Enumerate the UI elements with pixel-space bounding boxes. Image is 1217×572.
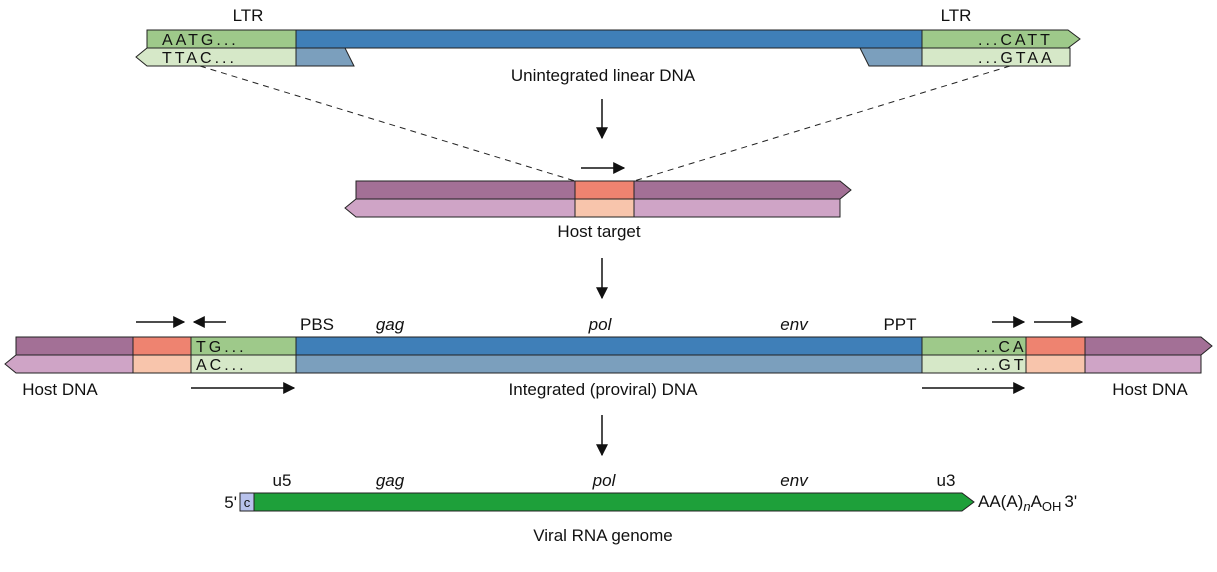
caption-viral-rna: Viral RNA genome: [533, 526, 673, 545]
target-bottom: [574, 198, 635, 218]
int-target-top-left: [132, 336, 192, 356]
int-viral-bottom: [295, 354, 923, 374]
caption-unintegrated: Unintegrated linear DNA: [511, 66, 696, 85]
rna-gag-label: gag: [376, 471, 405, 490]
cap-label: c: [244, 495, 251, 510]
u3-label: u3: [937, 471, 956, 490]
top-viral-body: [295, 29, 923, 49]
int-host-bottom-left: [4, 354, 134, 374]
rna-pol-label: pol: [592, 471, 617, 490]
pbs-label: PBS: [300, 315, 334, 334]
host-bottom-right: [633, 198, 841, 218]
ltr-left-label: LTR: [233, 6, 264, 25]
five-prime-label: 5': [224, 493, 237, 512]
host-bottom-left: [344, 198, 576, 218]
poly-a-a: A: [1031, 492, 1043, 511]
int-target-bottom-left: [132, 354, 192, 374]
rna-env-label: env: [780, 471, 809, 490]
host-dna-left-label: Host DNA: [22, 380, 98, 399]
integrated-proviral-dna: PBS gag pol env PPT TG... AC... ...CA ..…: [4, 315, 1213, 399]
host-dna-right-label: Host DNA: [1112, 380, 1188, 399]
int-viral-top: [295, 336, 923, 356]
poly-a-text: AA(A): [978, 492, 1023, 511]
three-prime-label: 3': [1064, 492, 1077, 511]
poly-a-oh: OH: [1042, 499, 1062, 514]
int-target-bottom-right: [1025, 354, 1086, 374]
bottom-ltr-left: [135, 47, 297, 67]
caption-integrated: Integrated (proviral) DNA: [509, 380, 699, 399]
top-ltr-right: [921, 29, 1081, 49]
target-top: [574, 180, 635, 200]
seq-bottom-left: TTAC...: [162, 50, 237, 67]
u5-label: u5: [273, 471, 292, 490]
poly-a-n: n: [1023, 499, 1030, 514]
rna-strand: [253, 492, 975, 512]
int-target-top-right: [1025, 336, 1086, 356]
host-target: Host target: [344, 162, 852, 241]
host-top-right: [633, 180, 852, 200]
env-label: env: [780, 315, 809, 334]
int-host-top-left: [15, 336, 134, 356]
host-top-left: [355, 180, 576, 200]
bottom-viral-left-stub: [295, 47, 355, 67]
int-seq-top-left: TG...: [196, 339, 247, 356]
seq-top-right: ...CATT: [978, 32, 1053, 49]
bottom-ltr-right: [921, 47, 1071, 67]
ltr-right-label: LTR: [941, 6, 972, 25]
bottom-viral-right-stub: [859, 47, 923, 67]
int-seq-bottom-right: ...GT: [976, 357, 1027, 374]
caption-host-target: Host target: [557, 222, 640, 241]
int-host-bottom-right: [1084, 354, 1202, 374]
int-host-top-right: [1084, 336, 1213, 356]
int-seq-bottom-left: AC...: [196, 357, 247, 374]
unintegrated-linear-dna: LTR LTR AATG... TTAC... ...CATT ...GTAA …: [135, 6, 1081, 85]
seq-top-left: AATG...: [162, 32, 239, 49]
pol-label: pol: [588, 315, 613, 334]
seq-bottom-right: ...GTAA: [978, 50, 1055, 67]
int-seq-top-right: ...CA: [976, 339, 1027, 356]
ppt-label: PPT: [883, 315, 916, 334]
gag-label: gag: [376, 315, 405, 334]
